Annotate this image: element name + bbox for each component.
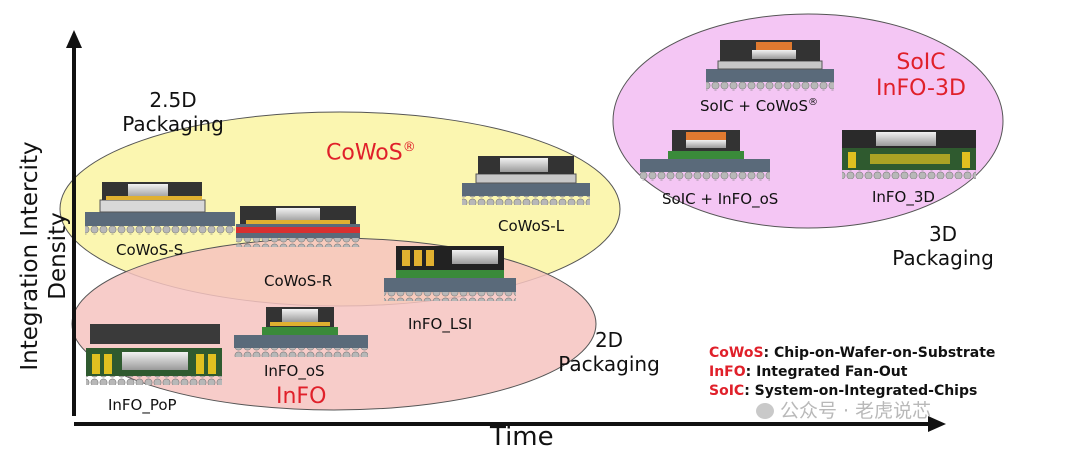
group-2-5d-line1: 2.5D xyxy=(149,88,197,112)
soic-title: SoIC InFO-3D xyxy=(862,50,980,102)
y-axis xyxy=(66,30,82,416)
soic-cowos-label: SoIC + CoWoS® xyxy=(700,97,818,115)
soic-cowos-reg-mark: ® xyxy=(808,97,819,108)
info-lsi-label: InFO_LSI xyxy=(408,315,473,333)
group-3d-line2: Packaging xyxy=(892,246,994,270)
legend-desc: : Chip-on-Wafer-on-Substrate xyxy=(763,345,996,361)
group-2d-label: 2D Packaging xyxy=(550,328,668,376)
info-3d-label: InFO_3D xyxy=(872,188,935,206)
wechat-icon xyxy=(756,403,774,419)
soic-info-os-package-graphic xyxy=(640,130,770,181)
info-lsi-package-graphic xyxy=(384,246,516,301)
cowos-r-label: CoWoS-R xyxy=(264,272,333,290)
info-os-package-graphic xyxy=(234,307,368,357)
y-axis-label-line1: Integration Intercity xyxy=(17,141,43,371)
cowos-l-package-graphic xyxy=(462,156,590,205)
cowos-r-package-graphic xyxy=(236,206,360,247)
y-axis-label-line2: Density xyxy=(45,212,71,300)
cowos-s-label: CoWoS-S xyxy=(116,241,184,259)
group-2-5d-line2: Packaging xyxy=(122,112,224,136)
cowos-title-text: CoWoS xyxy=(326,140,403,166)
soic-title-line2: InFO-3D xyxy=(876,76,966,101)
info-3d-package-graphic xyxy=(842,130,976,179)
cowos-s-package-graphic xyxy=(85,182,235,235)
legend-abbr: InFO xyxy=(709,364,746,380)
soic-cowos-label-text: SoIC + CoWoS xyxy=(700,97,809,115)
legend-desc: : Integrated Fan-Out xyxy=(745,364,908,380)
legend-abbr: CoWoS xyxy=(709,345,764,361)
legend-desc: : System-on-Integrated-Chips xyxy=(744,383,978,399)
info-pop-package-graphic xyxy=(86,324,222,385)
x-axis-label: Time xyxy=(490,422,554,452)
x-axis xyxy=(74,416,946,432)
info-title: InFO xyxy=(276,384,327,409)
cowos-reg-mark: ® xyxy=(402,140,416,155)
cowos-l-label: CoWoS-L xyxy=(498,217,565,235)
group-2d-line1: 2D xyxy=(594,328,624,352)
group-3d-label: 3D Packaging xyxy=(884,222,1002,270)
info-os-label: InFO_oS xyxy=(264,362,325,380)
cowos-title: CoWoS® xyxy=(326,140,416,165)
group-2-5d-label: 2.5D Packaging xyxy=(118,88,228,136)
legend-abbr: SoIC xyxy=(709,383,745,399)
soic-cowos-package-graphic xyxy=(706,40,834,91)
group-2d-line2: Packaging xyxy=(558,352,660,376)
watermark: 公众号 · 老虎说芯 xyxy=(756,396,931,423)
soic-info-os-label: SoIC + InFO_oS xyxy=(662,190,779,208)
soic-title-line1: SoIC xyxy=(896,50,946,75)
legend-item-cowos: CoWoS: Chip-on-Wafer-on-Substrate xyxy=(709,344,995,363)
legend: CoWoS: Chip-on-Wafer-on-Substrate InFO: … xyxy=(709,344,995,401)
legend-item-soic: SoIC: System-on-Integrated-Chips xyxy=(709,382,995,401)
info-pop-label: InFO_PoP xyxy=(108,396,177,414)
group-3d-line1: 3D xyxy=(928,222,958,246)
legend-item-info: InFO: Integrated Fan-Out xyxy=(709,363,995,382)
watermark-text: 公众号 · 老虎说芯 xyxy=(780,400,932,422)
